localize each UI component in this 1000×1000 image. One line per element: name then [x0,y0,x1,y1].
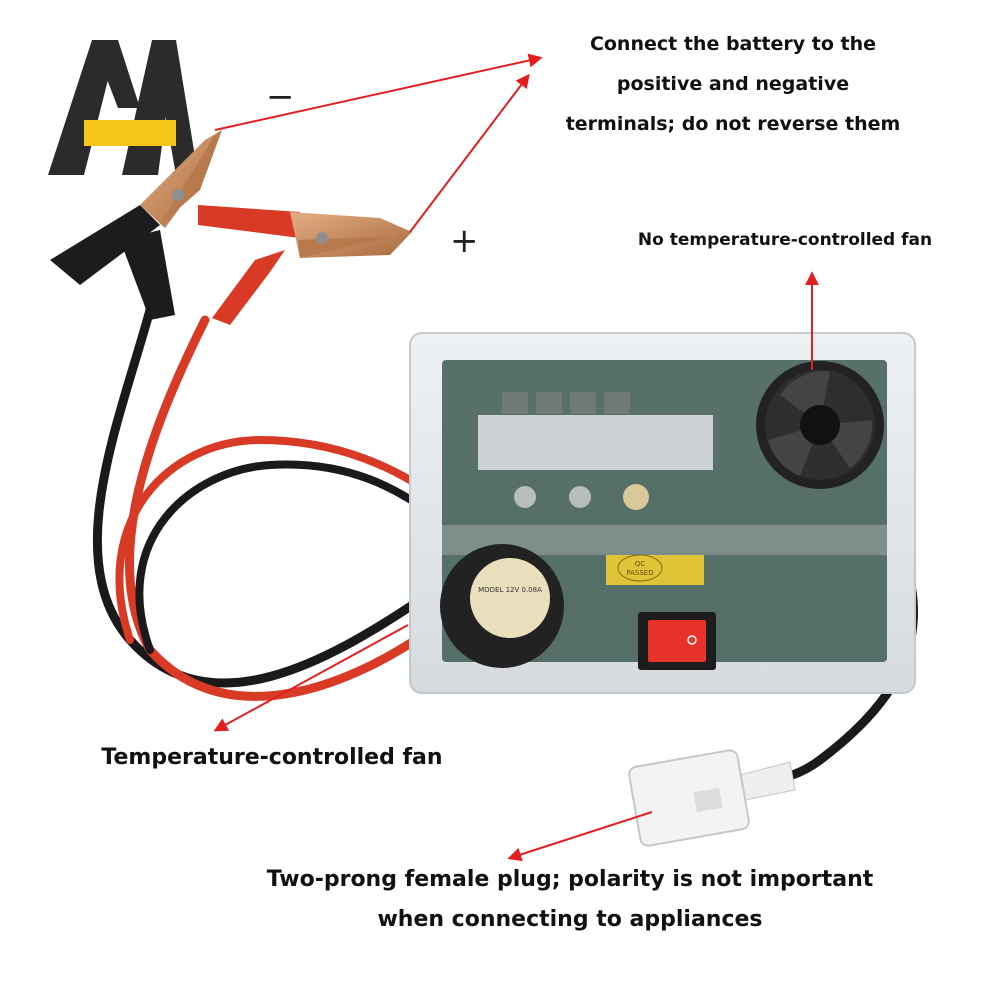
no-temp-fan-callout: No temperature-controlled fan [610,222,960,258]
arrow-to-battery-callout-positive [409,73,530,233]
svg-text:PASSED: PASSED [626,569,653,577]
callout-line: terminals; do not reverse them [565,113,901,135]
arrow-to-battery-callout [214,53,543,131]
cooling-fan-bottom: MODEL 12V 0.08A [440,544,564,668]
callout-line: when connecting to appliances [377,907,763,932]
red-arrows [213,53,819,862]
callout-line: Two-prong female plug; polarity is not i… [266,867,874,892]
logo-mark [48,40,198,175]
arrow-to-plug-callout [507,811,653,862]
temp-fan-callout: Temperature-controlled fan [82,738,462,778]
qc-sticker: QC PASSED [617,554,663,582]
positive-terminal-sign: + [450,221,479,261]
cooling-fan-top [756,361,884,489]
callout-line: No temperature-controlled fan [637,230,933,250]
callout-line: Temperature-controlled fan [101,745,443,770]
arrow-to-temp-fan-callout [213,624,409,732]
battery-polarity-callout: Connect the battery to the positive and … [548,24,918,144]
female-plug [628,749,796,847]
female-plug-callout: Two-prong female plug; polarity is not i… [240,860,900,940]
negative-terminal-sign: − [266,77,295,117]
rocker-switch [638,612,716,670]
fan-sticker-text: MODEL 12V 0.08A [478,586,542,594]
callout-line: positive and negative [616,73,850,95]
svg-text:QC: QC [635,560,646,568]
black-alligator-clip [50,130,222,320]
callout-line: Connect the battery to the [589,33,877,55]
red-alligator-clip [198,205,412,325]
